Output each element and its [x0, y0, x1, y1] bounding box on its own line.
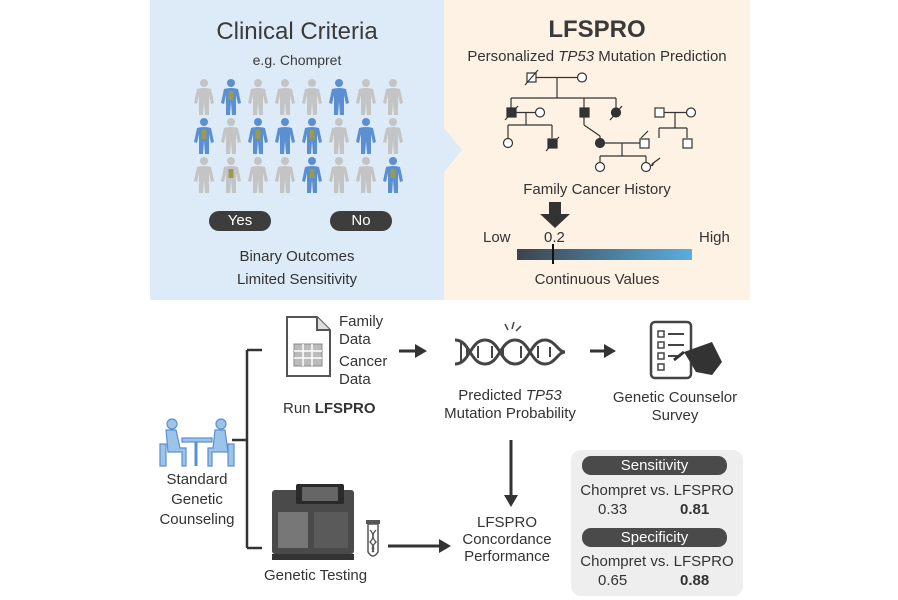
mutation-marker — [309, 130, 315, 139]
family-data-label-2: Data — [339, 331, 371, 348]
survey-label-line1: Genetic Counselor — [612, 389, 738, 406]
lfspro-title: LFSPRO — [548, 16, 646, 43]
scale-low-label: Low — [483, 229, 511, 246]
probability-gradient — [517, 249, 692, 260]
yes-pill: Yes — [209, 211, 271, 231]
standard-label-3: Counseling — [159, 511, 235, 528]
sequencer-icon — [272, 484, 354, 560]
genetic-testing-label: Genetic Testing — [264, 567, 368, 584]
sensitivity-chompret: 0.33 — [598, 501, 628, 518]
sensitivity-compare: Chompret vs. LFSPRO — [580, 482, 734, 499]
run-lfspro-label: Run LFSPRO — [283, 400, 376, 417]
sensitivity-lfspro: 0.81 — [680, 501, 710, 518]
mutation-marker — [228, 91, 234, 100]
concordance-label-1: LFSPRO — [476, 514, 537, 531]
predicted-gene: TP53 — [525, 387, 562, 404]
panel-pointer — [444, 128, 462, 172]
mutation-marker — [201, 130, 207, 139]
workflow-bracket — [232, 348, 262, 550]
mutation-marker — [228, 169, 234, 178]
survey-label-line2: Survey — [651, 407, 699, 424]
scale-caption: Continuous Values — [534, 271, 660, 288]
mutation-marker — [390, 169, 396, 178]
subtitle-pre: Personalized — [467, 48, 559, 65]
no-pill: No — [330, 211, 392, 231]
probability-marker — [552, 244, 554, 264]
sensitivity-header: Sensitivity — [582, 456, 727, 475]
standard-label-1: Standard — [166, 471, 228, 488]
clinical-title: Clinical Criteria — [216, 18, 378, 45]
scale-value-label: 0.2 — [544, 229, 565, 246]
specificity-chompret: 0.65 — [598, 572, 628, 589]
dna-helix-icon — [454, 321, 566, 366]
predicted-label-line1: Predicted TP53 — [430, 387, 590, 404]
cancer-data-label-1: Cancer — [339, 353, 388, 370]
lfspro-subtitle: Personalized TP53 Mutation Prediction — [444, 48, 750, 65]
survey-clipboard-icon — [649, 320, 722, 380]
mutation-marker — [255, 130, 261, 139]
mutation-marker — [309, 169, 315, 178]
subtitle-post: Mutation Prediction — [594, 48, 727, 65]
concordance-label-3: Performance — [464, 548, 550, 565]
outcome-line2: Limited Sensitivity — [236, 271, 358, 288]
standard-label-2: Genetic — [171, 491, 223, 508]
outcome-line1: Binary Outcomes — [239, 248, 355, 265]
subtitle-gene: TP53 — [558, 48, 595, 65]
concordance-label-2: Concordance — [462, 531, 552, 548]
run-bold: LFSPRO — [314, 400, 376, 417]
run-pre: Run — [283, 400, 315, 417]
predicted-pre: Predicted — [458, 387, 526, 404]
counseling-icon — [159, 418, 235, 467]
family-data-label-1: Family — [339, 313, 384, 330]
specificity-compare: Chompret vs. LFSPRO — [580, 553, 734, 570]
document-table-icon — [286, 316, 331, 377]
cancer-data-label-2: Data — [339, 371, 371, 388]
test-tube-icon — [366, 520, 380, 557]
predicted-label-line2: Mutation Probability — [444, 405, 576, 422]
specificity-header: Specificity — [582, 528, 727, 547]
scale-high-label: High — [699, 229, 730, 246]
clinical-subtitle: e.g. Chompret — [252, 52, 342, 68]
specificity-lfspro: 0.88 — [680, 572, 710, 589]
family-history-label: Family Cancer History — [523, 181, 671, 198]
